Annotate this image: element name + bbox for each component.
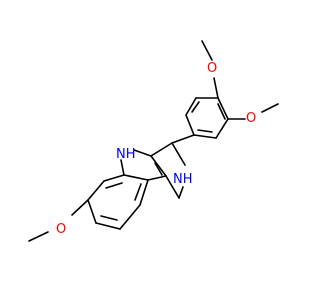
double-bond <box>217 103 226 120</box>
molecule-structure: NH NH O O O <box>28 40 279 242</box>
bond <box>139 179 149 206</box>
double-bond <box>154 162 163 176</box>
bond <box>150 142 173 157</box>
bond <box>171 134 195 144</box>
methoxy-oxygen-label: O <box>56 222 66 237</box>
bond <box>171 142 186 166</box>
indole-nh-label: NH <box>116 147 136 162</box>
tetrahydropyridine-ring <box>150 142 186 199</box>
bond <box>133 149 152 157</box>
bond <box>87 199 97 224</box>
aryl-methoxy-top <box>201 40 219 99</box>
bond <box>123 174 149 181</box>
double-bond <box>191 101 200 113</box>
bond <box>71 199 89 216</box>
bond <box>185 114 195 136</box>
bond <box>147 175 167 181</box>
double-bond <box>134 183 142 201</box>
bond <box>261 103 279 113</box>
double-bond <box>105 182 123 189</box>
bond <box>215 118 229 139</box>
bond <box>213 77 219 99</box>
bond <box>150 155 167 177</box>
bond <box>95 222 121 230</box>
bond <box>120 159 125 176</box>
bond <box>185 97 197 116</box>
bond <box>193 134 217 139</box>
indole-methoxy <box>28 199 89 242</box>
bond <box>201 40 213 61</box>
methoxy-oxygen-label: O <box>246 111 256 126</box>
dimethoxyphenyl-ring <box>171 97 229 144</box>
double-bond <box>197 129 213 133</box>
bond <box>119 204 141 230</box>
structure-canvas: NH NH O O O <box>28 40 279 242</box>
double-bond <box>100 215 118 221</box>
indole-benzene-ring <box>87 174 149 230</box>
pyrrole-ring <box>120 149 167 181</box>
methoxy-oxygen-label: O <box>207 61 217 76</box>
aryl-methoxy-right <box>227 103 279 120</box>
bond <box>217 97 229 120</box>
bond <box>28 231 49 242</box>
bond <box>178 186 184 199</box>
bond <box>165 175 180 199</box>
ring-nh-label: NH <box>173 172 193 187</box>
bond <box>87 180 105 201</box>
bond <box>103 174 125 182</box>
